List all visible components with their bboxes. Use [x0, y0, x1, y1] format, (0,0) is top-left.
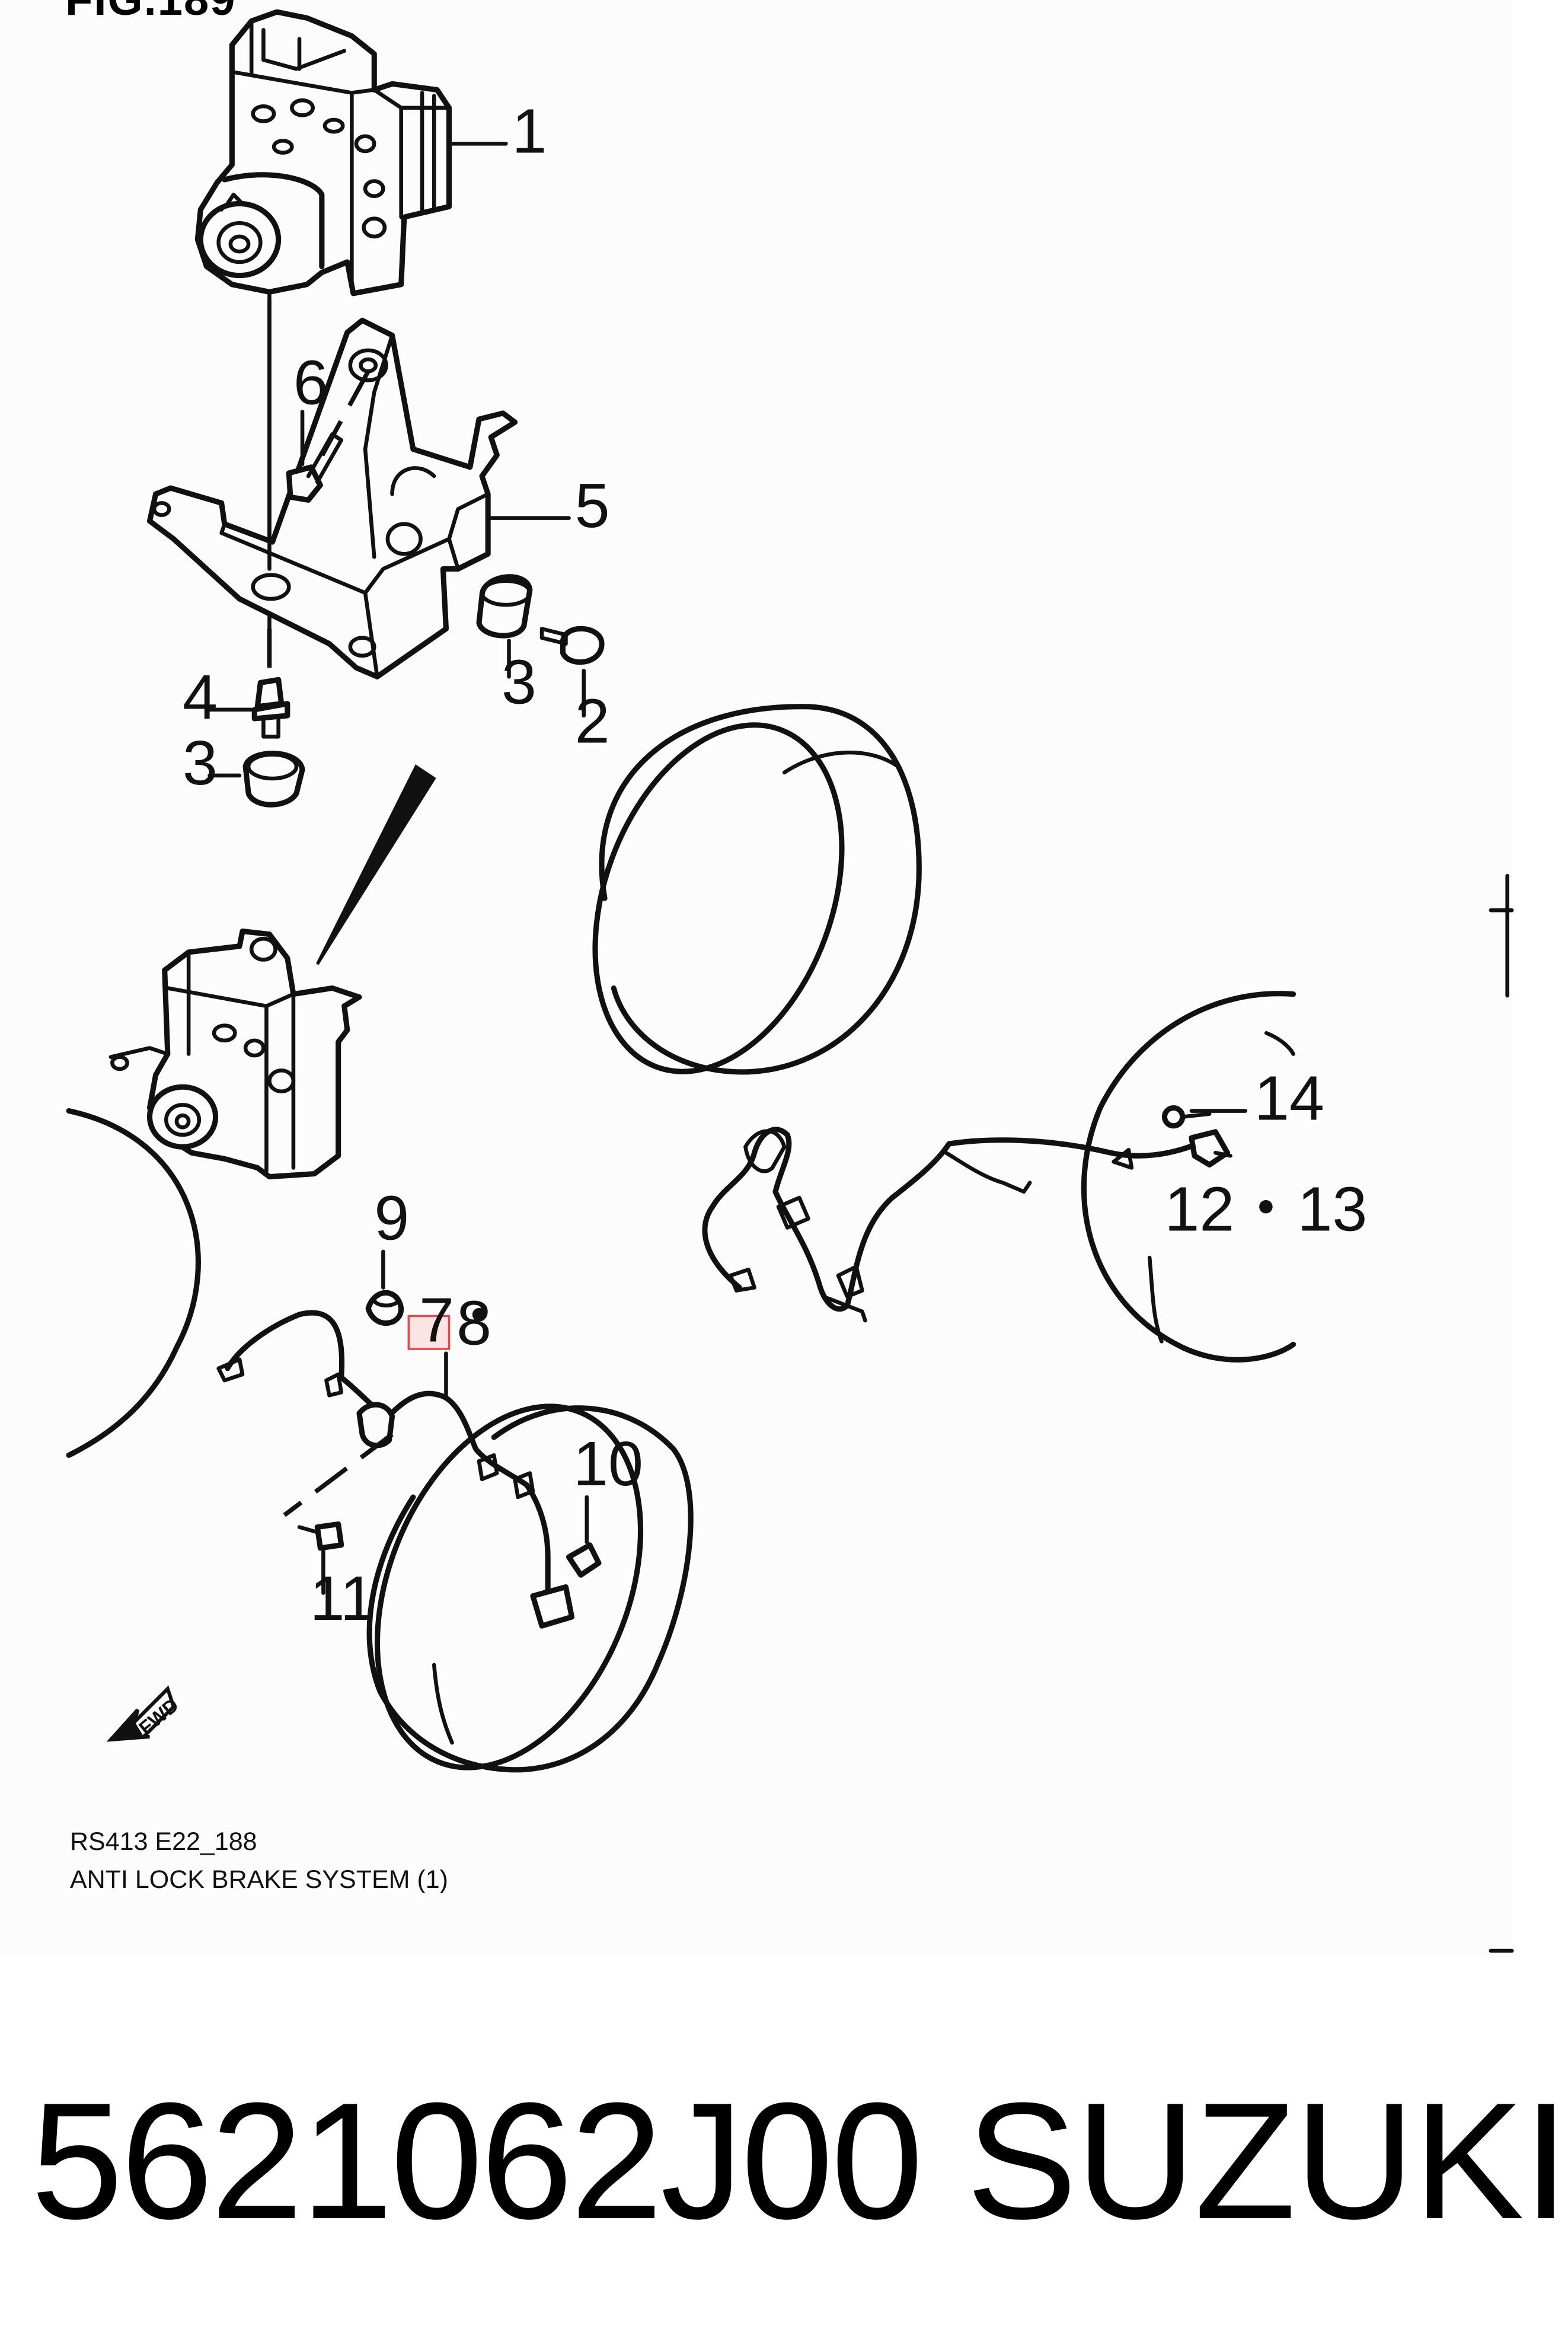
bolt-11 — [297, 1521, 344, 1595]
diagram-drawing: FWD 1 2 3 3 4 5 6 7 ・ 8 9 10 11 12・13 14 — [66, 9, 1514, 1953]
callout-5: 5 — [575, 471, 610, 541]
rear-harness — [702, 1105, 1248, 1323]
stud-4 — [207, 677, 290, 739]
callout-14: 14 — [1254, 1064, 1324, 1134]
bolt-6 — [286, 410, 343, 503]
callout-8: 8 — [456, 1288, 491, 1358]
callout-separator: ・ — [448, 1282, 510, 1352]
bolt-2 — [539, 626, 605, 718]
callout-7: 7 — [419, 1285, 454, 1355]
figure-name: ANTI LOCK BRAKE SYSTEM (1) — [70, 1865, 448, 1894]
callout-3-right: 3 — [502, 647, 536, 717]
callout-1: 1 — [512, 97, 547, 167]
callout-2: 2 — [575, 686, 610, 756]
callout-3-left: 3 — [183, 728, 218, 798]
figure-title: FIG.189 — [65, 0, 237, 25]
product-banner — [0, 1957, 1512, 2348]
part-number: 5621062J00 — [31, 2069, 924, 2254]
front-drum — [366, 1403, 694, 1773]
rear-drum-lower — [1081, 991, 1296, 1363]
bushing-3-left — [207, 751, 305, 808]
fwd-arrow-icon: FWD — [106, 1685, 183, 1742]
rear-drum-upper — [592, 704, 922, 1075]
callout-6: 6 — [293, 348, 328, 418]
callout-11: 11 — [310, 1564, 375, 1634]
abs-bracket — [146, 317, 571, 679]
grommet-9 — [365, 1249, 404, 1326]
callout-10: 10 — [573, 1429, 643, 1499]
figure-code: RS413 E22_188 — [70, 1827, 257, 1856]
parts-diagram: FIG.189 — [65, 0, 1514, 1953]
brand-name: SUZUKI — [966, 2069, 1568, 2254]
callout-12-13: 12・13 — [1164, 1175, 1367, 1245]
callout-9: 9 — [374, 1183, 409, 1253]
callout-4: 4 — [183, 662, 218, 732]
abs-assembly — [108, 929, 362, 1180]
front-harness — [216, 1310, 602, 1629]
bushing-3-right — [476, 574, 533, 679]
